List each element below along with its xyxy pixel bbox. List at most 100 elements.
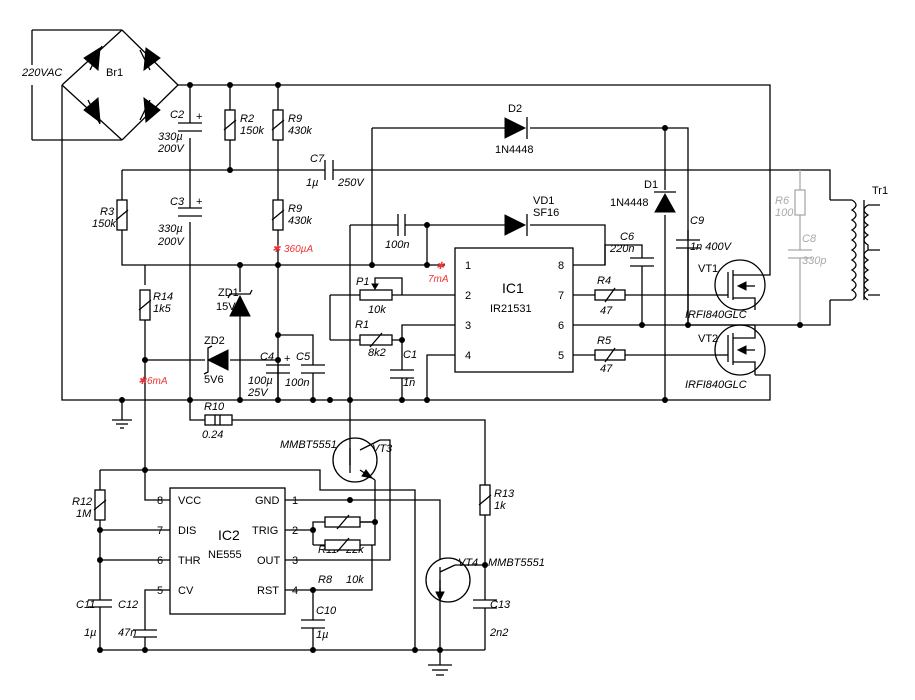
ic1-pin: 4 xyxy=(465,350,471,362)
c5: C5 100n xyxy=(285,351,325,389)
tr1-label: Tr1 xyxy=(872,185,888,197)
ic2-part: NE555 xyxy=(208,549,242,561)
r9-top: R9 430k xyxy=(271,109,312,141)
vd1-value: SF16 xyxy=(533,207,559,219)
vt1: VT1 IRFI840GLC xyxy=(685,259,766,321)
c4: + C4 100µ 25V xyxy=(247,351,290,399)
ic1-pin: 2 xyxy=(465,290,471,302)
ic2-pin-name: RST xyxy=(257,585,279,597)
svg-text:✱: ✱ xyxy=(436,261,445,272)
c6: C6 220n xyxy=(609,231,654,267)
ic1-pin: 5 xyxy=(558,350,564,362)
ic2-pin-number: 3 xyxy=(292,555,298,567)
c2: + C2 330µ 200V xyxy=(157,109,202,155)
c1: C1 1n xyxy=(390,349,417,389)
current-6ma: 6mA xyxy=(147,376,168,387)
c5-label: C5 xyxy=(296,351,311,363)
p1-value: 10k xyxy=(368,304,386,316)
ic1-pin: 6 xyxy=(558,320,564,332)
vt4: VT4 MMBT5551 xyxy=(425,557,545,603)
measurement-marks: ✱ 360µA ✱ 7mA ✱ 6mA xyxy=(138,244,449,387)
ic1-part: IR21531 xyxy=(490,303,532,315)
vt2-value: IRFI840GLC xyxy=(685,379,747,391)
r9-top-label: R9 xyxy=(288,113,302,125)
ground-symbol-top xyxy=(112,419,132,429)
current-360ua: 360µA xyxy=(284,244,313,255)
r9-top-value: 430k xyxy=(288,125,312,137)
ic2-pin-number: 6 xyxy=(157,555,163,567)
zd1-label: ZD1 xyxy=(218,287,239,299)
tr1: Tr1 xyxy=(850,185,888,301)
ic2-name: IC2 xyxy=(218,527,240,543)
r9-bottom: R9 430k xyxy=(271,199,312,231)
ground-symbol-bottom xyxy=(428,664,452,676)
vt3: MMBT5551 VT3 xyxy=(280,437,393,483)
p1: P1 10k xyxy=(356,276,393,316)
ic2-pin-name: VCC xyxy=(178,495,201,507)
zd1-value: 15V xyxy=(216,301,236,313)
r5-value: 47 xyxy=(600,363,613,375)
svg-text:+: + xyxy=(196,111,202,123)
svg-text:+: + xyxy=(196,196,202,208)
r4-label: R4 xyxy=(597,275,611,287)
r3: R3 150k xyxy=(92,199,129,231)
c10-label: C10 xyxy=(316,605,337,617)
ic2-pin-number: 5 xyxy=(157,585,163,597)
r12-value: 1M xyxy=(76,508,92,520)
vt3-label: VT3 xyxy=(372,443,393,455)
ic2-pin-number: 1 xyxy=(292,495,298,507)
zd2-value: 5V6 xyxy=(204,374,224,386)
r13-value: 1k xyxy=(494,500,506,512)
ic2-pin-name: DIS xyxy=(178,525,196,537)
bridge-rectifier: Br1 220VAC xyxy=(21,45,161,125)
ic2-pin-name: OUT xyxy=(257,555,281,567)
c8: C8 330p xyxy=(788,233,826,267)
c1-value: 1n xyxy=(403,377,415,389)
ic1-pin: 3 xyxy=(465,320,471,332)
vt2-label: VT2 xyxy=(698,333,718,345)
junction-dots xyxy=(97,82,803,653)
svg-text:✱: ✱ xyxy=(272,244,281,255)
c11-value: 1µ xyxy=(84,627,96,639)
r5: R5 47 xyxy=(594,335,626,375)
r2-value: 150k xyxy=(240,125,264,137)
zd2: ZD2 5V6 xyxy=(203,335,229,386)
r2: R2 150k xyxy=(223,109,264,141)
ic2-pin-name: CV xyxy=(178,585,194,597)
c13-value: 2n2 xyxy=(489,627,508,639)
c12: C12 47n xyxy=(118,599,157,639)
r1-value: 8k2 xyxy=(368,347,386,359)
ic1-pin: 8 xyxy=(558,260,564,272)
r6-label: R6 xyxy=(775,195,790,207)
vt3-value: MMBT5551 xyxy=(280,439,337,451)
d1-label: D1 xyxy=(644,179,658,191)
c3: + C3 330µ 200V xyxy=(157,196,202,248)
d2-label: D2 xyxy=(508,103,522,115)
c7-voltage: 250V xyxy=(337,177,365,189)
current-7ma: 7mA xyxy=(428,274,449,285)
c7: C7 1µ 250V xyxy=(306,153,365,189)
c8-value: 330p xyxy=(802,255,826,267)
c13: C13 2n2 xyxy=(473,599,511,639)
c12-label: C12 xyxy=(118,599,138,611)
ic2-pin-name: GND xyxy=(255,495,280,507)
r9-bottom-value: 430k xyxy=(288,215,312,227)
d1: D1 1N4448 xyxy=(610,179,676,213)
d2: D2 1N4448 xyxy=(495,103,534,156)
ic1-name: IC1 xyxy=(502,280,524,296)
r3-value: 150k xyxy=(92,218,116,230)
r6: R6 100 xyxy=(775,189,806,219)
zd1: ZD1 15V xyxy=(216,287,253,317)
c7-label: C7 xyxy=(310,153,325,165)
ic1-pin: 7 xyxy=(558,290,564,302)
c7-value: 1µ xyxy=(306,177,318,189)
vd1: VD1 SF16 xyxy=(504,195,559,236)
vt4-value: MMBT5551 xyxy=(488,557,545,569)
ac-input-label: 220VAC xyxy=(21,67,62,79)
ic2-pin-number: 4 xyxy=(292,585,298,597)
ic2-pin-number: 2 xyxy=(292,525,298,537)
c-100n-value: 100n xyxy=(385,239,409,251)
r1: R1 8k2 xyxy=(355,319,393,359)
r14-value: 1k5 xyxy=(153,303,172,315)
c11: C11 1µ xyxy=(76,599,112,639)
